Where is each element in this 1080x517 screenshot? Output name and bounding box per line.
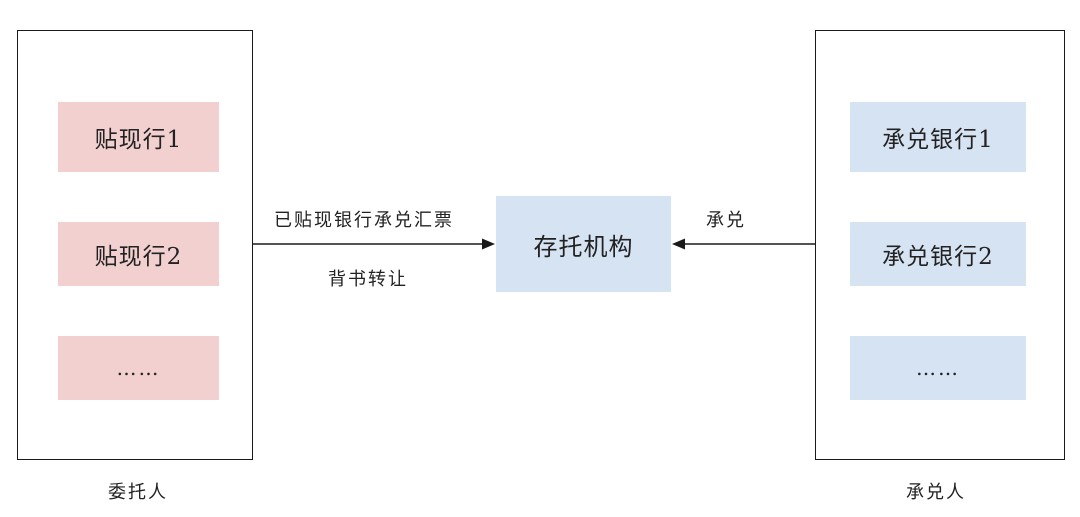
accepting-bank-more-node: …… [850, 336, 1026, 400]
discount-bank-2-node: 贴现行2 [58, 222, 219, 286]
left-to-custodian-arrowhead [482, 238, 495, 250]
discount-bank-1-node: 贴现行1 [58, 102, 219, 172]
right-to-custodian-arrowhead [672, 238, 685, 250]
accepting-bank-1-node: 承兑银行1 [850, 102, 1026, 172]
accepting-bank-more-label: …… [916, 356, 960, 380]
principal-caption: 委托人 [108, 482, 168, 503]
discount-bank-more-label: …… [116, 356, 161, 380]
accepting-bank-2-label: 承兑银行2 [882, 244, 994, 270]
endorsement-transfer-label: 背书转让 [328, 269, 408, 290]
endorsed-bills-label: 已贴现银行承兑汇票 [274, 210, 454, 231]
custodian-node: 存托机构 [496, 196, 671, 292]
accepting-bank-2-node: 承兑银行2 [850, 222, 1026, 286]
acceptance-label: 承兑 [706, 210, 746, 231]
accepting-bank-1-label: 承兑银行1 [882, 127, 994, 153]
acceptor-caption: 承兑人 [906, 482, 966, 503]
custodian-label: 存托机构 [533, 232, 634, 261]
discount-bank-2-label: 贴现行2 [94, 244, 183, 270]
discount-bank-1-label: 贴现行1 [94, 127, 183, 153]
discount-bank-more-node: …… [58, 336, 219, 400]
